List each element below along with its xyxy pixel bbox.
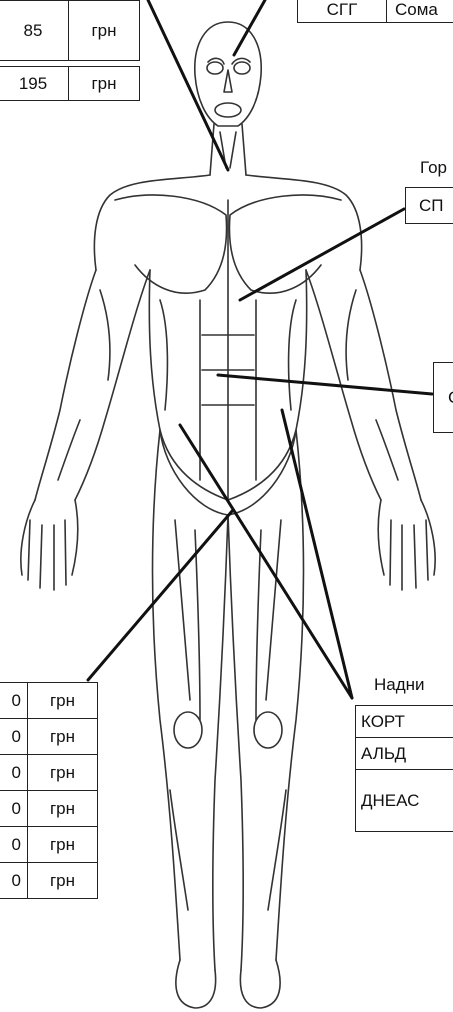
test-table-adrenal: КОРТ АЛЬД ДНЕАС xyxy=(355,705,453,832)
test-code: С xyxy=(434,363,453,433)
price-value: 0 xyxy=(0,683,28,719)
left-arm xyxy=(35,270,150,500)
price-unit: грн xyxy=(69,67,140,101)
chest-group-title: Гор xyxy=(420,159,447,176)
price-value: 0 xyxy=(0,755,28,791)
right-hand xyxy=(378,500,435,590)
pointer-line-adrenal-right xyxy=(282,410,352,698)
right-foot xyxy=(240,960,280,1008)
left-foot xyxy=(176,960,216,1008)
test-code: КОРТ xyxy=(356,706,453,738)
test-code: СП xyxy=(406,188,453,224)
price-unit: грн xyxy=(28,719,98,755)
price-unit: грн xyxy=(28,863,98,899)
pointer-lines xyxy=(88,0,432,698)
left-hand xyxy=(21,500,78,590)
price-table-top-left-2: 195 грн xyxy=(0,66,140,101)
pointer-line-chest xyxy=(240,209,404,300)
test-table-top-right: СГГ Сома xyxy=(297,0,453,23)
test-name: Сома xyxy=(387,0,453,23)
test-code: СГГ xyxy=(298,0,387,23)
pointer-line-adrenal-left xyxy=(180,425,352,698)
test-code: АЛЬД xyxy=(356,738,453,770)
price-value: 0 xyxy=(0,719,28,755)
price-unit: грн xyxy=(28,683,98,719)
price-value: 0 xyxy=(0,827,28,863)
price-value: 0 xyxy=(0,863,28,899)
pointer-line-head xyxy=(234,0,265,55)
test-code: ДНЕАС xyxy=(356,770,453,832)
test-table-chest: СП xyxy=(405,187,453,224)
adrenal-group-title: Надни xyxy=(374,676,425,693)
test-table-abdomen: С xyxy=(433,362,453,433)
pointer-line-pelvis xyxy=(88,510,233,680)
pointer-line-neck xyxy=(148,0,228,170)
price-unit: грн xyxy=(69,1,140,61)
price-table-top-left: 85 грн xyxy=(0,0,140,61)
price-unit: грн xyxy=(28,791,98,827)
price-table-bottom-left: 0 грн 0 грн 0 грн 0 грн 0 грн 0 грн xyxy=(0,682,98,899)
price-unit: грн xyxy=(28,827,98,863)
price-value: 85 xyxy=(0,1,69,61)
pointer-line-abdomen xyxy=(218,375,432,394)
price-value: 195 xyxy=(0,67,69,101)
price-value: 0 xyxy=(0,791,28,827)
price-unit: грн xyxy=(28,755,98,791)
